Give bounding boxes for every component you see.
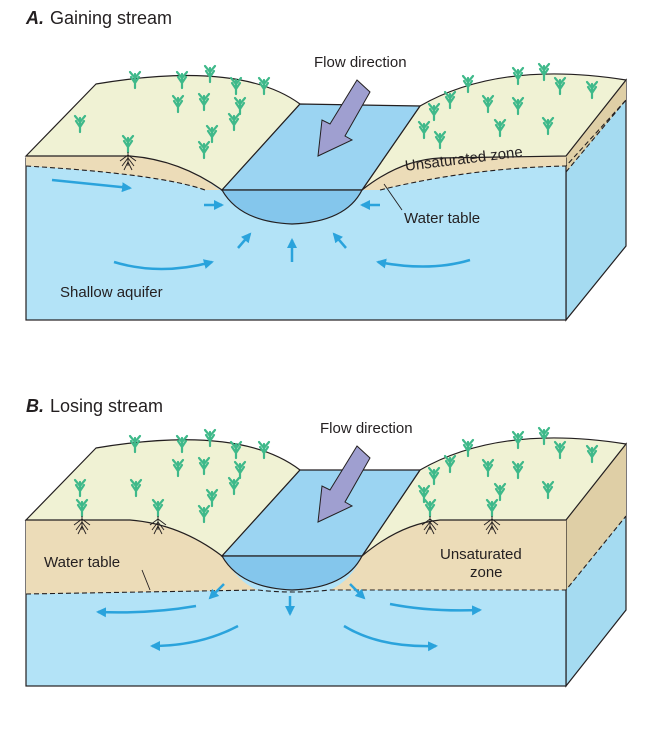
panel-b-arrow-left-lower [150, 624, 239, 651]
panel-a-water-table-label: Water table [404, 210, 481, 227]
panel-b-flow-direction-label: Flow direction [320, 420, 413, 437]
panel-a-arrow-bottom-left [113, 259, 214, 271]
panel-a-land-left [24, 74, 301, 191]
panel-b-title-text: Losing stream [50, 396, 164, 416]
panel-a-groundwater-arrows [51, 178, 471, 271]
panel-a-flow-arrow [317, 79, 371, 157]
panel-a-diagram [24, 62, 628, 322]
panel-b-letter: B. [26, 396, 44, 416]
panel-a-stream-channel [220, 189, 363, 225]
panel-a-water-table-leader [383, 183, 403, 211]
panel-b-arrow-left-upper [96, 604, 197, 618]
panel-a-arrow-up-left [237, 232, 252, 249]
panel-b-arrow-right-lower [343, 624, 438, 652]
panel-a-shallow-aquifer-label: Shallow aquifer [60, 284, 163, 301]
panel-b-unsaturated-left [26, 520, 258, 594]
panel-b-unsaturated-label-line2: zone [470, 564, 503, 581]
panel-a-flow-direction-label: Flow direction [314, 54, 407, 71]
panel-b-water-table-line [25, 515, 627, 595]
panel-b-diagram [24, 426, 628, 688]
panel-b-arrow-right-upper [389, 602, 482, 616]
panel-a-arrow-top-left [51, 178, 132, 193]
panel-a-title-text: Gaining stream [50, 8, 173, 28]
panel-b-flow-arrow [317, 445, 371, 523]
panel-b-water-table-label: Water table [44, 554, 121, 571]
panel-b-title: B. Losing stream [26, 396, 163, 417]
panel-a-arrow-up-right [332, 232, 347, 249]
panel-b-groundwater-arrows [96, 583, 482, 652]
panel-b-arrow-down-right [349, 583, 366, 600]
panel-b-water-table-leader [141, 569, 151, 591]
panel-a-title: A. Gaining stream [26, 8, 172, 29]
panel-b-unsaturated-label-line1: Unsaturated [440, 546, 522, 563]
panel-a-letter: A. [26, 8, 44, 28]
panel-b-side-soil [566, 444, 626, 590]
panel-a-water-table-line [25, 99, 627, 191]
panel-a-arrow-bottom-right [376, 258, 471, 269]
panel-a-unsaturated-right [362, 156, 566, 190]
panel-b-arrow-down-left [208, 583, 225, 600]
panel-b-stream-channel [220, 555, 363, 591]
